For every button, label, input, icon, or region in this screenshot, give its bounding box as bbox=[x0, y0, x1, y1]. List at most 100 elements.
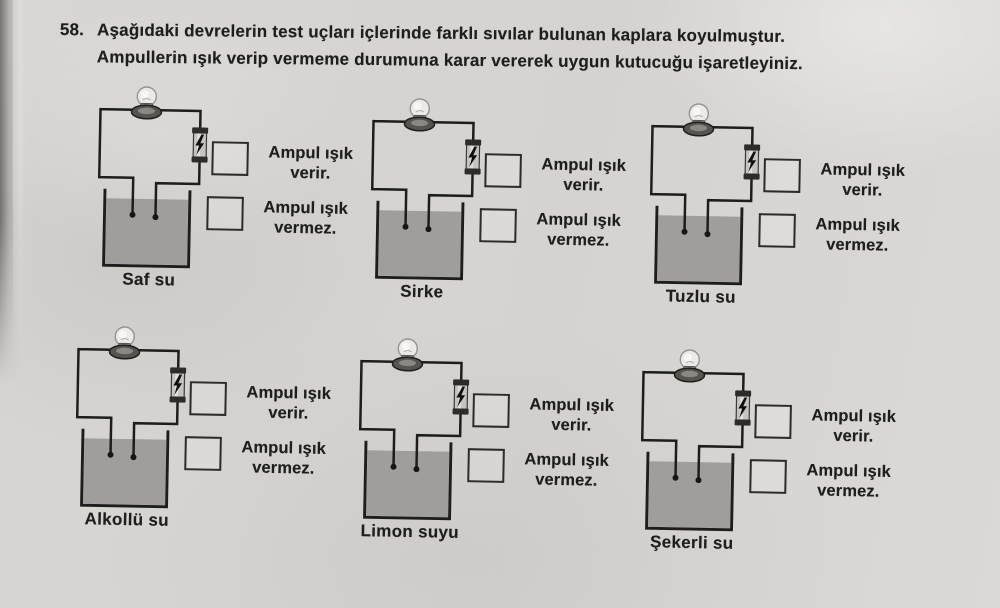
circuit-panel-tuzlu-su: Tuzlu su Ampul ışık verir. Ampul ışık ve… bbox=[642, 102, 1000, 354]
electrodes bbox=[681, 228, 711, 238]
option-label-no-light: Ampul ışık vermez. bbox=[806, 461, 892, 501]
liquid-label: Alkollü su bbox=[84, 509, 170, 530]
liquid-fill bbox=[366, 450, 450, 518]
lightning-bolt-icon bbox=[173, 374, 183, 395]
option-label-no-light: Ampul ışık vermez. bbox=[815, 215, 901, 255]
question-number: 58. bbox=[59, 19, 85, 40]
circuit-diagram bbox=[640, 349, 752, 532]
option-no-light: Ampul ışık vermez. bbox=[206, 196, 358, 239]
page-edge-highlight bbox=[13, 0, 29, 380]
bulb-icon bbox=[403, 98, 436, 132]
option-gives-light: Ampul ışık verir. bbox=[211, 141, 363, 184]
option-no-light: Ampul ışık vermez. bbox=[758, 213, 910, 256]
page-edge-shadow bbox=[0, 0, 22, 400]
option-label-gives-light: Ampul ışık verir. bbox=[811, 406, 897, 446]
electrodes bbox=[402, 223, 432, 233]
bulb-icon bbox=[130, 86, 163, 120]
circuit-panel-limon-suyu: Limon suyu Ampul ışık verir. Ampul ışık … bbox=[351, 337, 716, 589]
checkbox-gives-light-saf-su[interactable] bbox=[211, 141, 249, 176]
electrodes bbox=[672, 474, 702, 484]
beaker bbox=[105, 198, 189, 266]
battery-icon bbox=[743, 144, 761, 180]
liquid-label: Limon suyu bbox=[360, 521, 460, 543]
checkbox-no-light-tuzlu-su[interactable] bbox=[758, 213, 796, 248]
option-no-light: Ampul ışık vermez. bbox=[184, 436, 336, 479]
checkbox-gives-light-sekerli-su[interactable] bbox=[754, 404, 792, 439]
liquid-fill bbox=[105, 198, 189, 266]
circuit-panel-sekerli-su: Şekerli su Ampul ışık verir. Ampul ışık … bbox=[633, 348, 998, 600]
beaker bbox=[648, 461, 732, 529]
circuit-diagram bbox=[370, 98, 482, 281]
beaker bbox=[366, 450, 450, 518]
beaker bbox=[83, 438, 167, 506]
option-gives-light: Ampul ışık verir. bbox=[189, 381, 341, 424]
checkbox-gives-light-tuzlu-su[interactable] bbox=[763, 158, 801, 193]
liquid-fill bbox=[378, 210, 462, 278]
liquid-label: Şekerli su bbox=[649, 532, 734, 553]
bulb-icon bbox=[682, 103, 715, 137]
option-label-gives-light: Ampul ışık verir. bbox=[268, 143, 354, 183]
bulb-icon bbox=[391, 338, 424, 372]
battery-icon bbox=[452, 379, 470, 415]
question-text: Aşağıdaki devrelerin test uçları içlerin… bbox=[97, 16, 940, 78]
option-label-gives-light: Ampul ışık verir. bbox=[541, 155, 627, 195]
option-gives-light: Ampul ışık verir. bbox=[763, 158, 915, 201]
bulb-icon bbox=[673, 349, 706, 383]
battery-icon bbox=[169, 367, 187, 403]
circuit-panel-sirke: Sirke Ampul ışık verir. Ampul ışık verme… bbox=[363, 97, 728, 349]
electrodes bbox=[129, 211, 159, 221]
checkbox-no-light-limon-suyu[interactable] bbox=[467, 448, 505, 483]
option-label-no-light: Ampul ışık vermez. bbox=[524, 450, 610, 490]
liquid-fill bbox=[83, 438, 167, 506]
circuit-diagram bbox=[75, 326, 187, 509]
option-no-light: Ampul ışık vermez. bbox=[749, 459, 901, 502]
checkbox-no-light-sirke[interactable] bbox=[479, 208, 517, 243]
option-gives-light: Ampul ışık verir. bbox=[484, 153, 636, 196]
option-gives-light: Ampul ışık verir. bbox=[754, 404, 906, 447]
checkbox-no-light-sekerli-su[interactable] bbox=[749, 459, 787, 494]
option-no-light: Ampul ışık vermez. bbox=[479, 208, 631, 251]
lightning-bolt-icon bbox=[195, 134, 205, 155]
option-label-gives-light: Ampul ışık verir. bbox=[820, 160, 906, 200]
electrodes bbox=[390, 463, 420, 473]
checkbox-gives-light-alkollu-su[interactable] bbox=[189, 381, 227, 416]
circuit-panel-alkollu-su: Alkollü su Ampul ışık verir. Ampul ışık … bbox=[68, 325, 433, 577]
option-label-no-light: Ampul ışık vermez. bbox=[536, 210, 622, 250]
lightning-bolt-icon bbox=[468, 146, 478, 167]
liquid-label: Tuzlu su bbox=[665, 286, 736, 307]
beaker-outline bbox=[654, 205, 744, 286]
electrodes bbox=[107, 451, 137, 461]
checkbox-gives-light-sirke[interactable] bbox=[484, 153, 522, 188]
beaker-outline bbox=[102, 188, 192, 269]
bulb-icon bbox=[108, 326, 141, 360]
battery-icon bbox=[734, 390, 752, 426]
option-label-no-light: Ampul ışık vermez. bbox=[263, 198, 349, 238]
battery-icon bbox=[464, 139, 482, 175]
circuit-diagram bbox=[649, 103, 761, 286]
liquid-label: Saf su bbox=[122, 269, 176, 290]
beaker-outline bbox=[645, 451, 735, 532]
beaker bbox=[378, 210, 462, 278]
option-label-gives-light: Ampul ışık verir. bbox=[246, 383, 332, 423]
checkbox-gives-light-limon-suyu[interactable] bbox=[472, 393, 510, 428]
liquid-label: Sirke bbox=[400, 281, 444, 302]
lightning-bolt-icon bbox=[456, 386, 466, 407]
checkbox-no-light-alkollu-su[interactable] bbox=[184, 436, 222, 471]
checkbox-no-light-saf-su[interactable] bbox=[206, 196, 244, 231]
liquid-fill bbox=[657, 215, 741, 283]
question-header: 58. Aşağıdaki devrelerin test uçları içl… bbox=[59, 16, 939, 78]
battery-icon bbox=[191, 127, 209, 163]
beaker bbox=[657, 215, 741, 283]
beaker-outline bbox=[80, 428, 170, 509]
liquid-fill bbox=[648, 461, 732, 529]
option-label-no-light: Ampul ışık vermez. bbox=[241, 438, 327, 478]
circuit-diagram bbox=[358, 338, 470, 521]
circuit-diagram bbox=[97, 86, 209, 269]
beaker-outline bbox=[375, 200, 465, 281]
beaker-outline bbox=[363, 440, 453, 521]
option-gives-light: Ampul ışık verir. bbox=[472, 393, 624, 436]
option-no-light: Ampul ışık vermez. bbox=[467, 448, 619, 491]
option-label-gives-light: Ampul ışık verir. bbox=[529, 395, 615, 435]
lightning-bolt-icon bbox=[738, 397, 748, 418]
